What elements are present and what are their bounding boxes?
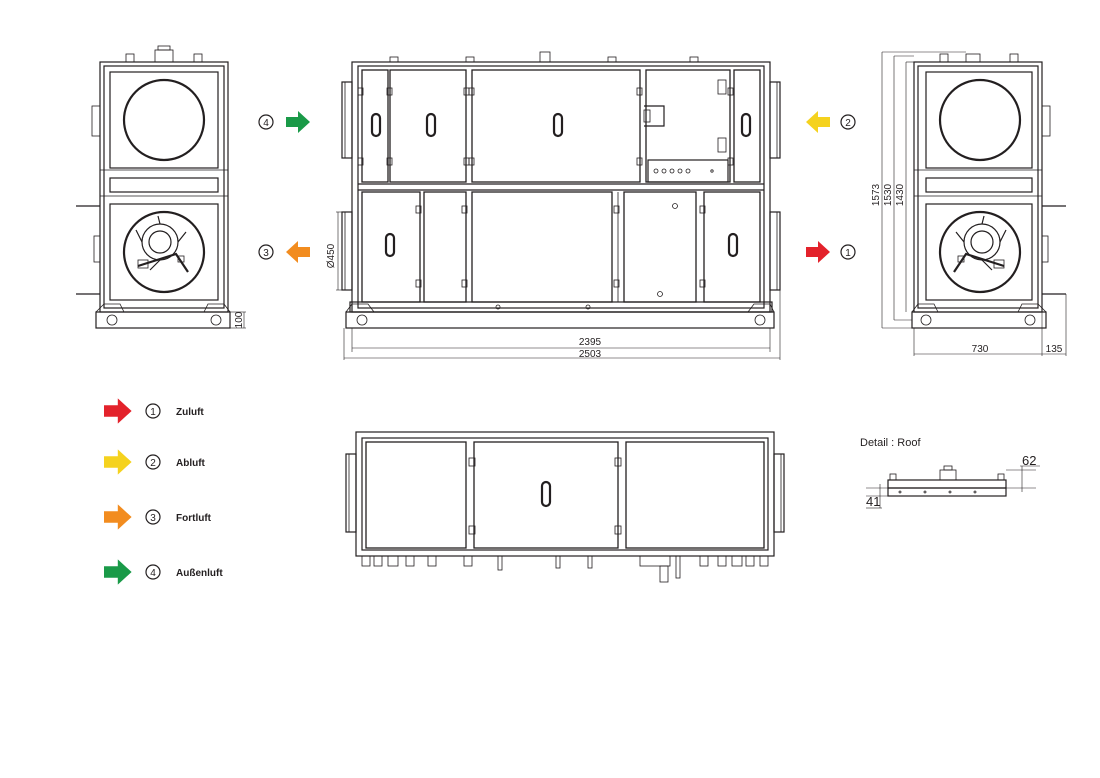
legend-label: Abluft — [176, 458, 206, 469]
dim-overhang: 135 — [1046, 344, 1063, 355]
dim-base-height: 100 — [234, 311, 245, 328]
legend-item-zuluft: 1 Zuluft — [104, 398, 204, 424]
fan-icon — [938, 210, 1022, 294]
flow-marker-number: 3 — [263, 248, 269, 259]
left-end-view — [76, 45, 246, 329]
flow-marker-number: 1 — [845, 248, 851, 259]
orange-arrow-icon — [104, 504, 132, 530]
legend-number: 2 — [150, 458, 156, 469]
flow-marker-4: 4 — [258, 111, 310, 133]
detail-dim-41: 41 — [866, 494, 880, 509]
flow-marker-1: 1 — [806, 241, 856, 263]
flow-marker-3: 3 — [258, 241, 310, 263]
dim-duct-diameter: Ø450 — [326, 243, 337, 268]
flow-marker-number: 2 — [845, 118, 851, 129]
legend-item-abluft: 2 Abluft — [104, 449, 206, 475]
flow-marker-number: 4 — [263, 118, 269, 129]
red-arrow-icon — [806, 241, 830, 263]
detail-dim-62: 62 — [1022, 453, 1036, 468]
green-arrow-icon — [104, 559, 132, 585]
dim-height-1430: 1430 — [895, 183, 906, 206]
legend-number: 4 — [150, 568, 156, 579]
dim-depth: 730 — [972, 344, 989, 355]
legend-item-aussenluft: 4 Außenluft — [104, 559, 223, 585]
legend: 1 Zuluft 2 Abluft 3 Fortluft 4 Außenluft — [104, 398, 223, 585]
roof-detail — [866, 465, 1040, 509]
top-view — [345, 431, 785, 583]
yellow-arrow-icon — [104, 449, 132, 475]
green-arrow-icon — [286, 111, 310, 133]
fan-icon — [122, 210, 206, 294]
flow-marker-2: 2 — [806, 111, 856, 133]
dim-height-1530: 1530 — [883, 183, 894, 206]
right-end-view — [881, 51, 1067, 356]
legend-number: 3 — [150, 513, 156, 524]
legend-label: Zuluft — [176, 407, 204, 418]
dim-height-1573: 1573 — [871, 183, 882, 206]
front-view — [336, 51, 781, 360]
red-arrow-icon — [104, 398, 132, 424]
legend-label: Außenluft — [176, 568, 223, 579]
orange-arrow-icon — [286, 241, 310, 263]
legend-number: 1 — [150, 407, 156, 418]
legend-label: Fortluft — [176, 513, 212, 524]
dim-outer-length: 2503 — [579, 349, 602, 360]
yellow-arrow-icon — [806, 111, 830, 133]
legend-item-fortluft: 3 Fortluft — [104, 504, 212, 530]
dim-inner-length: 2395 — [579, 337, 602, 348]
detail-title: Detail : Roof — [860, 437, 921, 449]
